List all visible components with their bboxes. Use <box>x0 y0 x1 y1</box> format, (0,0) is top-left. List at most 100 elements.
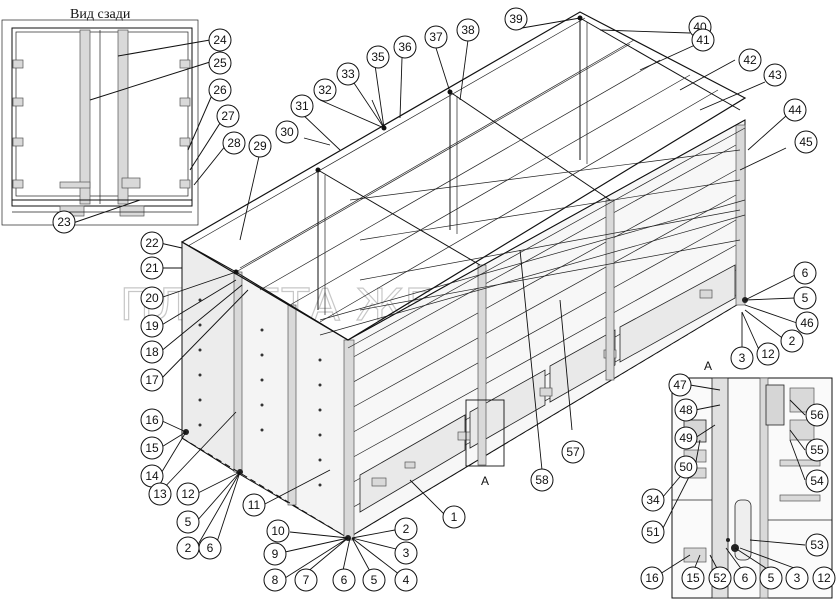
svg-text:8: 8 <box>272 573 279 587</box>
svg-text:3: 3 <box>403 546 410 560</box>
callout-18: 18 <box>140 340 164 364</box>
callout-39: 39 <box>504 7 528 31</box>
svg-text:25: 25 <box>213 56 227 70</box>
svg-text:32: 32 <box>318 83 332 97</box>
callout-16b: 16 <box>640 566 664 590</box>
svg-text:6: 6 <box>742 571 749 585</box>
svg-text:16: 16 <box>645 571 659 585</box>
svg-text:19: 19 <box>145 319 159 333</box>
callout-8: 8 <box>263 568 287 592</box>
callout-12c: 12 <box>812 566 836 590</box>
callout-2: 2 <box>176 536 200 560</box>
callout-44: 44 <box>783 98 807 122</box>
svg-text:20: 20 <box>145 291 159 305</box>
svg-text:5: 5 <box>768 571 775 585</box>
callout-38: 38 <box>456 18 480 42</box>
svg-text:13: 13 <box>153 487 167 501</box>
section-a-label: A <box>481 474 489 488</box>
svg-text:5: 5 <box>185 515 192 529</box>
callout-21: 21 <box>140 256 164 280</box>
callout-11: 11 <box>242 493 266 517</box>
svg-text:57: 57 <box>566 445 580 459</box>
callout-6: 6 <box>198 536 222 560</box>
svg-text:6: 6 <box>341 573 348 587</box>
callout-56: 56 <box>805 403 829 427</box>
callout-5: 5 <box>176 510 200 534</box>
callout-32: 32 <box>313 78 337 102</box>
callout-5d: 5 <box>759 566 783 590</box>
front-wall-rivets <box>198 298 322 487</box>
svg-text:47: 47 <box>673 378 687 392</box>
svg-text:31: 31 <box>295 99 309 113</box>
svg-text:3: 3 <box>794 571 801 585</box>
svg-text:2: 2 <box>789 334 796 348</box>
svg-text:11: 11 <box>248 498 261 512</box>
svg-text:55: 55 <box>810 443 824 457</box>
detail-a-inset: A <box>671 359 833 599</box>
callout-37: 37 <box>424 25 448 49</box>
far-side-rails <box>181 149 741 438</box>
callout-27: 27 <box>216 104 240 128</box>
callout-53: 53 <box>805 533 829 557</box>
svg-text:35: 35 <box>371 50 385 64</box>
callout-19: 19 <box>140 314 164 338</box>
callout-10: 10 <box>266 519 290 543</box>
callout-24: 24 <box>208 28 232 52</box>
svg-text:42: 42 <box>743 53 757 67</box>
callout-57: 57 <box>561 440 585 464</box>
left-hinges <box>12 59 24 189</box>
svg-text:46: 46 <box>800 316 814 330</box>
rear-view-inset: Вид сзади <box>1 7 231 226</box>
callout-33: 33 <box>336 62 360 86</box>
callout-9: 9 <box>263 542 287 566</box>
callout-20: 20 <box>140 286 164 310</box>
svg-text:52: 52 <box>713 571 727 585</box>
svg-text:53: 53 <box>810 538 824 552</box>
callout-30: 30 <box>275 120 299 144</box>
svg-text:15: 15 <box>145 441 159 455</box>
svg-text:45: 45 <box>799 135 813 149</box>
callout-22: 22 <box>140 231 164 255</box>
svg-text:12: 12 <box>817 571 831 585</box>
svg-text:36: 36 <box>398 40 412 54</box>
svg-text:6: 6 <box>802 266 809 280</box>
side-drop-boards <box>359 264 736 513</box>
callout-6d: 6 <box>733 566 757 590</box>
callout-3: 3 <box>394 541 418 565</box>
callout-54: 54 <box>805 469 829 493</box>
svg-text:15: 15 <box>686 571 700 585</box>
callout-13: 13 <box>148 482 172 506</box>
callout-45: 45 <box>794 130 818 154</box>
svg-text:27: 27 <box>221 109 235 123</box>
section-a-frame <box>465 399 505 467</box>
callout-23: 23 <box>52 210 76 234</box>
svg-text:7: 7 <box>303 573 310 587</box>
svg-text:37: 37 <box>429 30 443 44</box>
svg-text:16: 16 <box>145 413 159 427</box>
svg-text:14: 14 <box>145 469 159 483</box>
svg-text:3: 3 <box>739 351 746 365</box>
svg-text:5: 5 <box>802 291 809 305</box>
callout-52: 52 <box>708 566 732 590</box>
callout-12: 12 <box>176 482 200 506</box>
roof-frame <box>180 11 747 341</box>
svg-text:6: 6 <box>207 541 214 555</box>
callout-7: 7 <box>294 568 318 592</box>
callout-16: 16 <box>140 408 164 432</box>
svg-text:18: 18 <box>145 345 159 359</box>
callout-14: 14 <box>140 464 164 488</box>
callout-34: 34 <box>641 488 665 512</box>
callout-51: 51 <box>641 520 665 544</box>
svg-text:4: 4 <box>403 573 410 587</box>
callout-36: 36 <box>393 35 417 59</box>
callout-15: 15 <box>140 436 164 460</box>
callout-5c: 5 <box>793 286 817 310</box>
svg-text:56: 56 <box>810 408 824 422</box>
svg-text:41: 41 <box>696 33 710 47</box>
svg-text:24: 24 <box>213 33 227 47</box>
callout-2c: 2 <box>780 329 804 353</box>
svg-text:48: 48 <box>679 403 693 417</box>
callout-5b: 5 <box>362 568 386 592</box>
callout-3b: 3 <box>730 346 754 370</box>
